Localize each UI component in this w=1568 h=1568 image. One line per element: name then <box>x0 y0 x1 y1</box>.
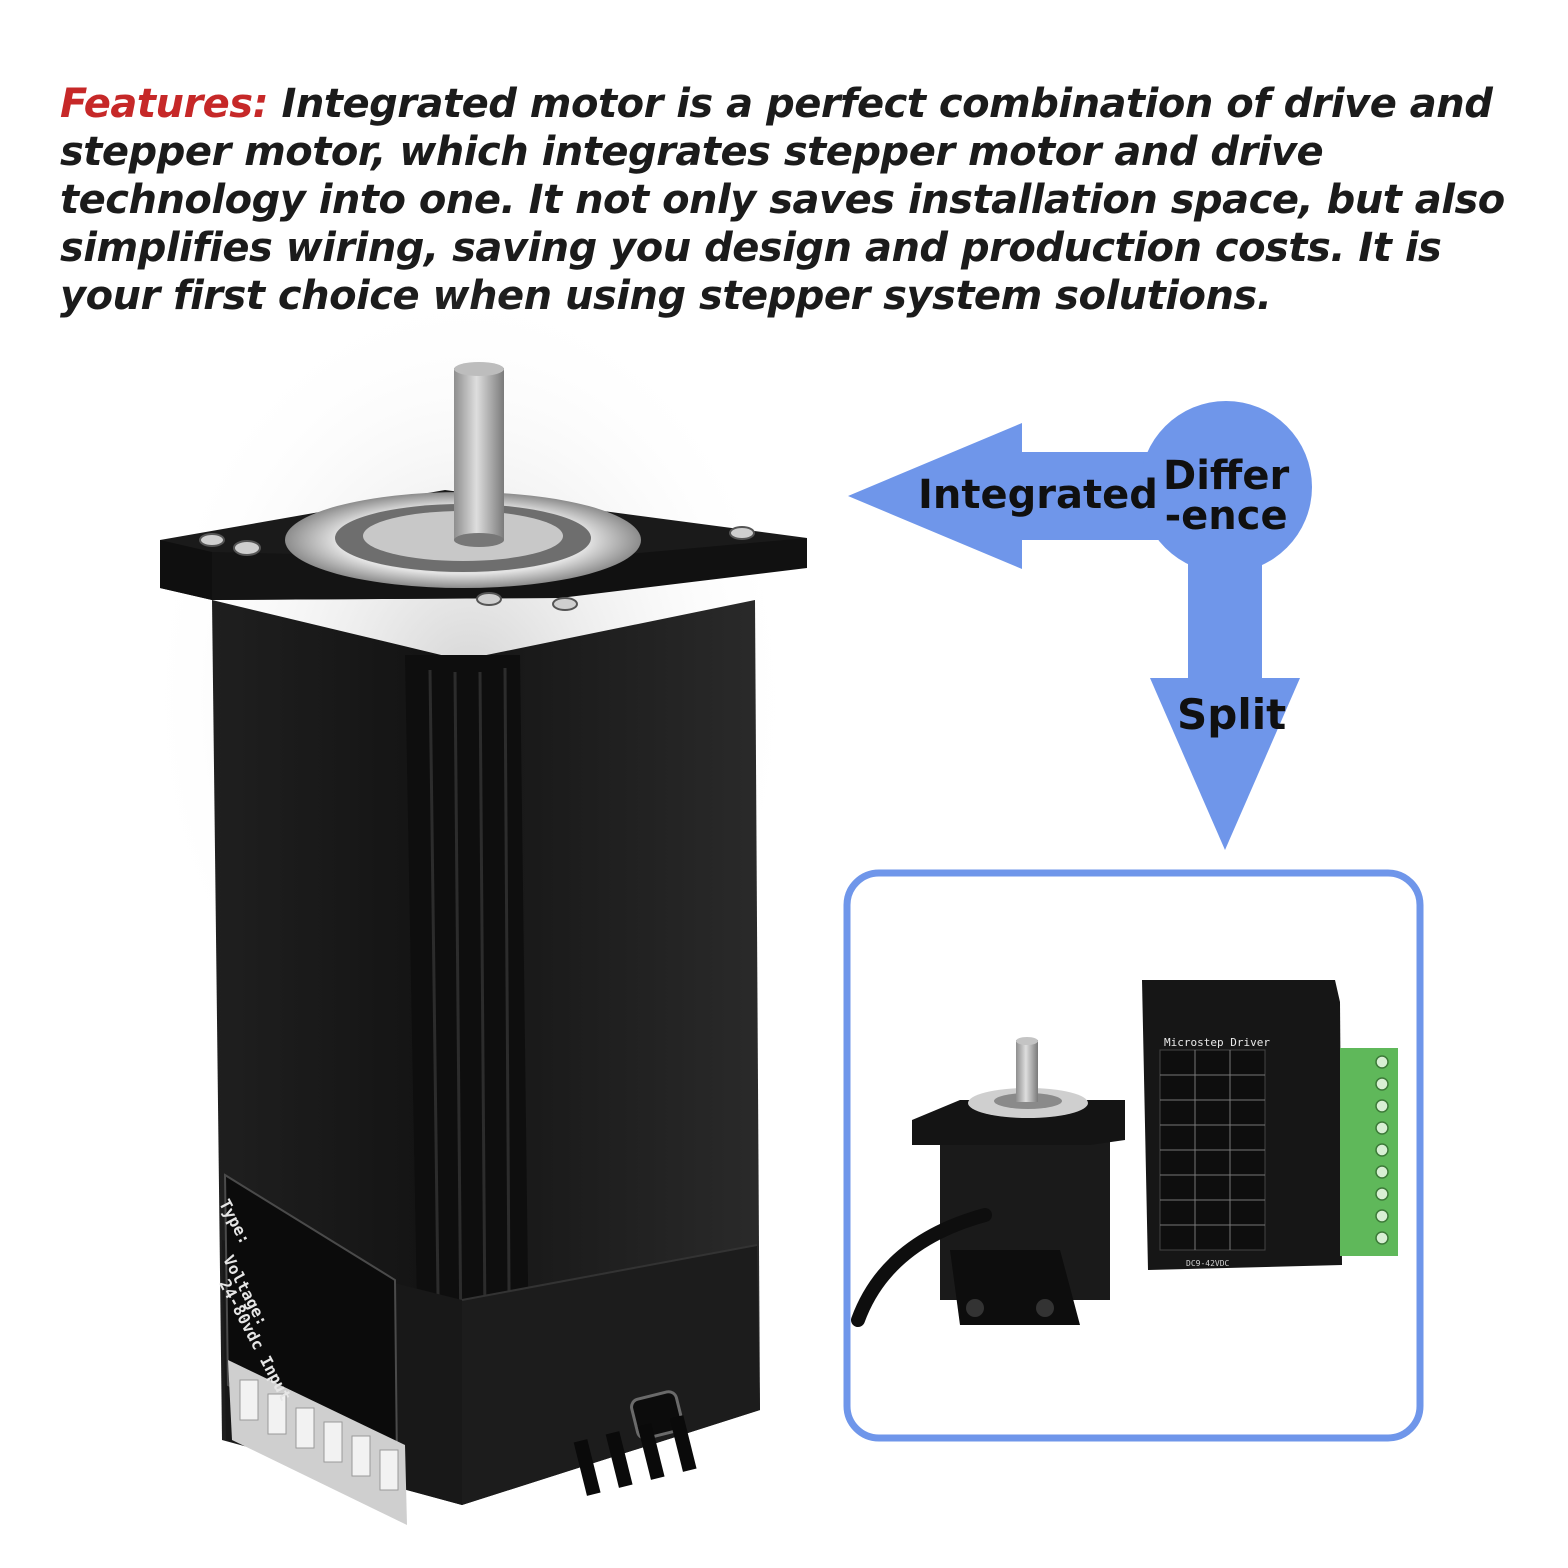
difference-circle <box>1140 401 1312 573</box>
split-label: Split <box>1177 690 1287 739</box>
integrated-arrow <box>848 423 1168 569</box>
difference-arrows <box>848 401 1312 850</box>
difference-label-line2: -ence <box>1164 493 1288 539</box>
features-paragraph: Features: Integrated motor is a perfect … <box>60 80 1540 320</box>
driver-voltage: DC9-42VDC <box>1186 1259 1230 1268</box>
difference-label: Differ -ence <box>1163 456 1289 536</box>
separate-stepper-motor-image <box>851 1037 1125 1327</box>
driver-title: Microstep Driver <box>1164 1036 1270 1049</box>
split-arrow-head <box>1150 678 1300 850</box>
integrated-label: Integrated <box>918 472 1158 518</box>
integrated-motor-image <box>160 362 807 1525</box>
microstep-driver-image <box>1142 980 1398 1270</box>
split-arrow-shaft <box>1188 540 1262 685</box>
features-text: Integrated motor is a perfect combinatio… <box>60 81 1505 319</box>
features-heading: Features: <box>60 81 269 127</box>
difference-label-line1: Differ <box>1163 453 1290 499</box>
